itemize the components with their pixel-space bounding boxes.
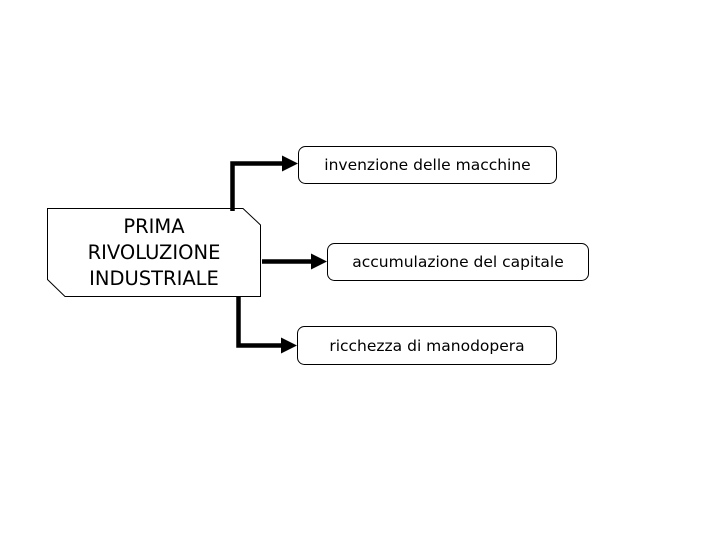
target-box-accumulazione-shape[interactable] (327, 243, 589, 281)
source-node-shape[interactable] (47, 208, 261, 297)
arrow-to-ricchezza (236, 296, 297, 354)
arrow-to-accumulazione (262, 253, 327, 270)
target-box-invenzione-shape[interactable] (298, 146, 557, 184)
target-box-ricchezza-shape[interactable] (297, 326, 557, 365)
arrow-to-invenzione (230, 155, 298, 211)
